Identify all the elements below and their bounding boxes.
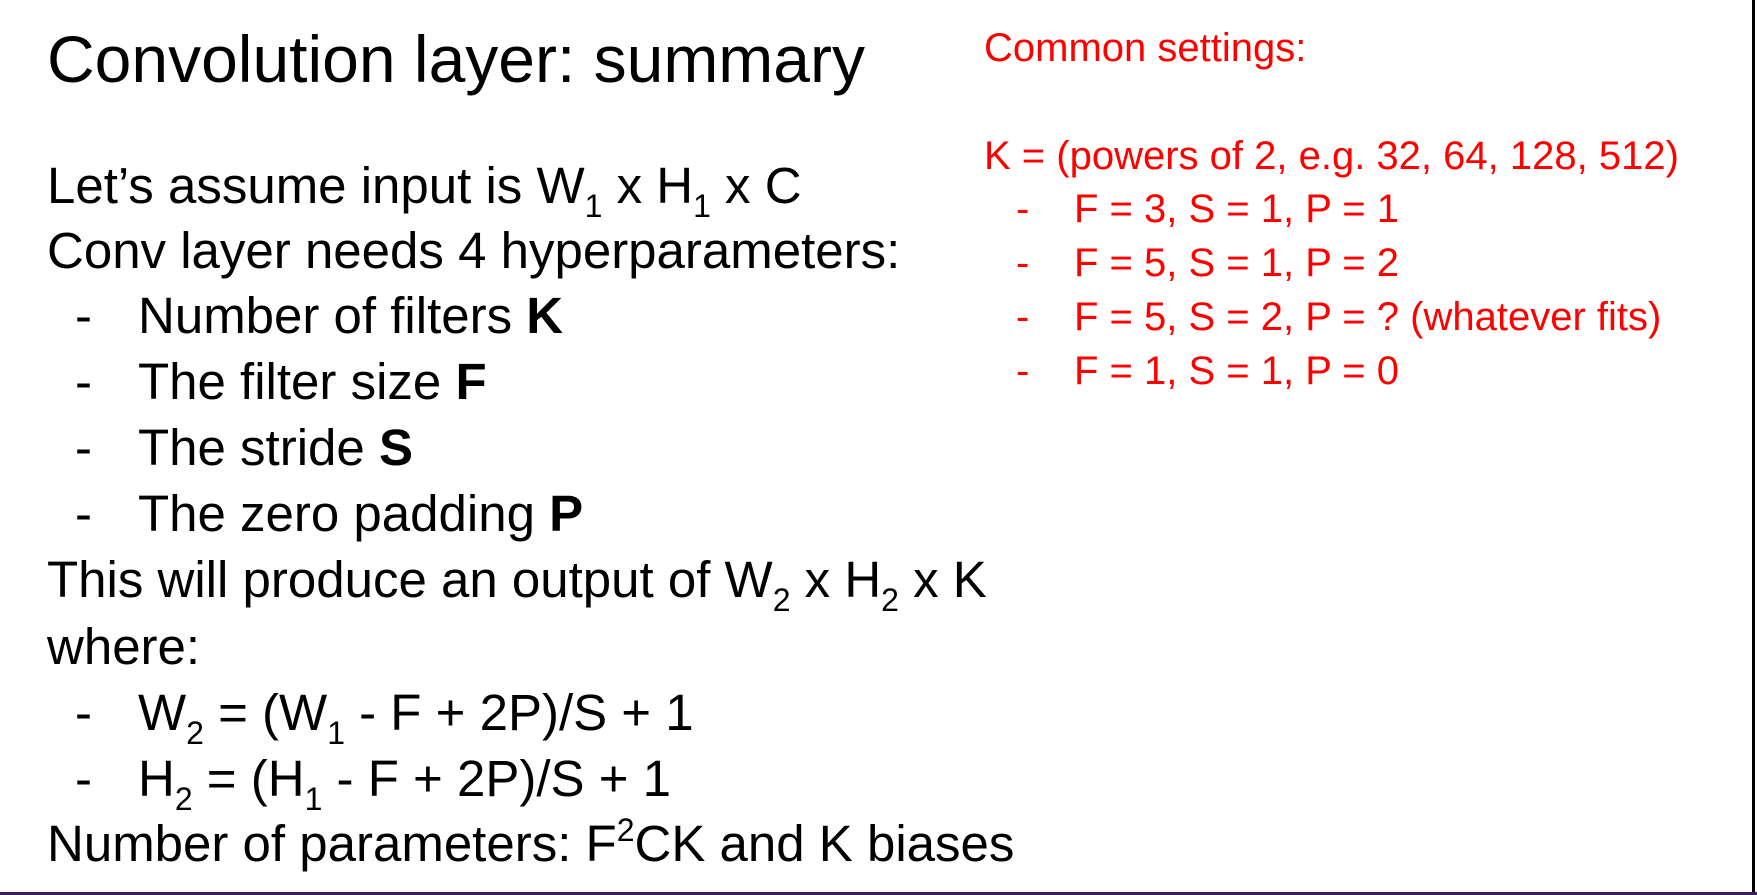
parameter-count: Number of parameters: F2CK and K biases [47,812,1015,872]
common-settings-heading: Common settings: [984,26,1307,70]
hyperparam-item-filters: - Number of filters K [75,287,564,344]
hyperparam-item-filter-size: - The filter size F [75,353,487,410]
formula-width: - W2 = (W1 - F + 2P)/S + 1 [75,684,694,751]
input-assumption: Let’s assume input is W1 x H1 x C [47,157,802,224]
hyperparam-item-stride: - The stride S [75,419,413,476]
k-setting-line: K = (powers of 2, e.g. 32, 64, 128, 512) [984,134,1679,178]
slide-bottom-border [0,892,1757,895]
setting-item: - F = 3, S = 1, P = 1 [1016,187,1400,231]
output-description: This will produce an output of W2 x H2 x… [47,551,987,618]
setting-item: - F = 5, S = 2, P = ? (whatever fits) [1016,295,1662,339]
slide-right-border [1752,0,1755,895]
hyperparam-item-padding: - The zero padding P [75,485,584,542]
hyperparameters-heading: Conv layer needs 4 hyperparameters: [47,222,901,279]
formula-height: - H2 = (H1 - F + 2P)/S + 1 [75,750,672,817]
setting-item: - F = 1, S = 1, P = 0 [1016,349,1400,393]
setting-item: - F = 5, S = 1, P = 2 [1016,241,1400,285]
slide-title: Convolution layer: summary [47,22,865,96]
where-label: where: [47,618,201,675]
